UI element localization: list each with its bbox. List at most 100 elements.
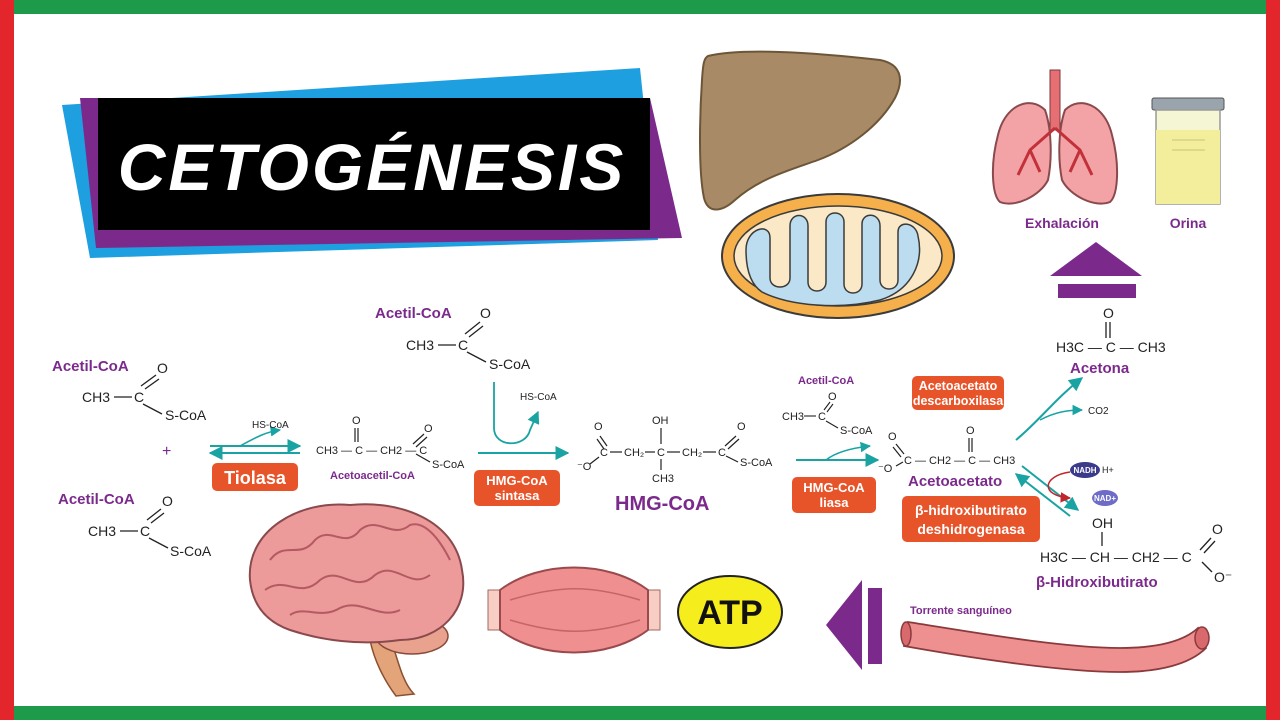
- hmg-synthase-arrows: HS-CoA: [478, 382, 570, 460]
- svg-text:Acetoacetil-CoA: Acetoacetil-CoA: [330, 470, 415, 482]
- svg-text:S-CoA: S-CoA: [840, 425, 873, 437]
- liver-illustration: [699, 50, 901, 211]
- svg-text:Acetona: Acetona: [1070, 360, 1130, 377]
- svg-text:O: O: [828, 391, 837, 403]
- bloodstream-label: Torrente sanguíneo: [910, 605, 1012, 617]
- svg-text:O: O: [352, 415, 361, 427]
- exhalation-label: Exhalación: [1025, 215, 1099, 231]
- acetoacetyl-coa: O CH3 — C — CH2 — C O S-CoA Acetoacetil-…: [316, 415, 465, 482]
- svg-text:O: O: [594, 421, 603, 433]
- acetyl-coa-3: Acetil-CoA O CH3 C S-CoA: [375, 305, 531, 372]
- svg-text:S-CoA: S-CoA: [170, 543, 212, 559]
- svg-text:Acetil-CoA: Acetil-CoA: [375, 305, 452, 322]
- svg-text:β-hidroxibutirato: β-hidroxibutirato: [915, 502, 1027, 518]
- blood-vessel-illustration: [900, 620, 1210, 673]
- hmg-coa: O C ⁻O CH₂ C OH CH3 CH₂ C O S-CoA HMG-Co…: [577, 415, 773, 515]
- svg-text:deshidrogenasa: deshidrogenasa: [917, 521, 1025, 537]
- h-plus: H+: [1102, 465, 1114, 475]
- muscle-illustration: [487, 566, 661, 654]
- svg-text:O: O: [737, 421, 746, 433]
- svg-text:H3C — C — CH3: H3C — C — CH3: [1056, 339, 1166, 355]
- svg-text:C — CH2 — C — CH3: C — CH2 — C — CH3: [904, 455, 1015, 467]
- svg-text:O⁻: O⁻: [1214, 569, 1232, 585]
- atp-badge: ATP: [677, 575, 783, 649]
- svg-text:HMG-CoA: HMG-CoA: [615, 493, 709, 515]
- svg-text:O: O: [480, 305, 491, 321]
- svg-text:O: O: [424, 423, 433, 435]
- acetyl-coa-1: Acetil-CoA O CH3 C S-CoA: [52, 358, 207, 423]
- svg-text:CH3: CH3: [88, 523, 116, 539]
- title-banner: CETOGÉNESIS: [62, 68, 682, 258]
- acetoacetate: O ⁻O O C — CH2 — C — CH3 Acetoacetato: [878, 425, 1015, 490]
- svg-text:S-CoA: S-CoA: [489, 356, 531, 372]
- svg-text:H3C — CH — CH2 — C: H3C — CH — CH2 — C: [1040, 549, 1192, 565]
- svg-text:OH: OH: [652, 415, 669, 427]
- svg-text:Acetil-CoA: Acetil-CoA: [58, 491, 135, 508]
- svg-text:NADH: NADH: [1073, 466, 1096, 475]
- enzyme-tiolasa: Tiolasa: [212, 463, 298, 491]
- enzyme-hmg-coa-liasa: HMG-CoA liasa: [792, 477, 876, 513]
- page-title: CETOGÉNESIS: [118, 130, 627, 204]
- up-arrow: [1050, 242, 1142, 298]
- plus-sign: +: [162, 443, 171, 460]
- hmg-lyase-arrows: [796, 441, 880, 467]
- svg-text:ATP: ATP: [697, 594, 762, 632]
- svg-text:Acetil-CoA: Acetil-CoA: [52, 358, 129, 375]
- svg-text:sintasa: sintasa: [495, 488, 541, 503]
- svg-text:Acetil-CoA: Acetil-CoA: [798, 375, 854, 387]
- svg-text:C: C: [140, 523, 150, 539]
- svg-text:O: O: [888, 431, 897, 443]
- svg-text:CH3 — C — CH2 — C: CH3 — C — CH2 — C: [316, 445, 427, 457]
- mitochondrion-illustration: [721, 193, 955, 319]
- urine-label: Orina: [1170, 215, 1207, 231]
- brain-illustration: [248, 503, 465, 697]
- nad-badge: NAD+: [1092, 490, 1118, 506]
- svg-text:CH₂: CH₂: [624, 447, 644, 459]
- svg-text:HS-CoA: HS-CoA: [520, 392, 557, 403]
- svg-text:O: O: [157, 360, 168, 376]
- svg-text:C: C: [818, 411, 826, 423]
- lungs-illustration: [991, 69, 1119, 205]
- svg-text:O: O: [966, 425, 975, 437]
- svg-text:CH3: CH3: [652, 473, 674, 485]
- acetyl-coa-4: Acetil-CoA O CH3 C S-CoA: [782, 375, 873, 437]
- enzyme-descarboxilasa: Acetoacetato descarboxilasa: [912, 376, 1004, 410]
- acetone: O H3C — C — CH3 Acetona: [1056, 305, 1166, 377]
- dehydrogenase-arrows: [1014, 465, 1080, 517]
- left-arrow: [826, 580, 882, 670]
- svg-text:C: C: [134, 389, 144, 405]
- svg-text:Acetoacetato: Acetoacetato: [908, 473, 1002, 490]
- svg-text:S-CoA: S-CoA: [432, 459, 465, 471]
- svg-text:⁻O: ⁻O: [577, 461, 592, 473]
- svg-text:liasa: liasa: [820, 495, 850, 510]
- decarboxylase-arrows: CO2: [1015, 377, 1109, 441]
- svg-text:CH3: CH3: [82, 389, 110, 405]
- urine-tube-illustration: [1151, 97, 1225, 205]
- svg-text:⁻O: ⁻O: [878, 463, 893, 475]
- svg-text:NAD+: NAD+: [1094, 494, 1116, 503]
- svg-text:C: C: [657, 447, 665, 459]
- svg-text:Acetoacetato: Acetoacetato: [919, 379, 998, 393]
- svg-text:β-Hidroxibutirato: β-Hidroxibutirato: [1036, 574, 1158, 591]
- beta-hydroxybutyrate: OH H3C — CH — CH2 — C O O⁻ β-Hidroxibuti…: [1036, 515, 1232, 591]
- svg-text:O: O: [162, 493, 173, 509]
- svg-text:C: C: [718, 447, 726, 459]
- thiolase-arrows: HS-CoA: [208, 420, 302, 460]
- enzyme-hmg-coa-sintasa: HMG-CoA sintasa: [474, 470, 560, 506]
- svg-text:S-CoA: S-CoA: [165, 407, 207, 423]
- svg-text:HS-CoA: HS-CoA: [252, 420, 289, 431]
- nadh-badge: NADH: [1070, 462, 1100, 478]
- svg-text:CO2: CO2: [1088, 406, 1109, 417]
- svg-text:Tiolasa: Tiolasa: [224, 468, 287, 488]
- acetyl-coa-2: Acetil-CoA O CH3 C S-CoA: [58, 491, 212, 559]
- svg-text:OH: OH: [1092, 515, 1113, 531]
- enzyme-deshidrogenasa: β-hidroxibutirato deshidrogenasa: [902, 496, 1040, 542]
- svg-text:HMG-CoA: HMG-CoA: [486, 473, 548, 488]
- svg-text:descarboxilasa: descarboxilasa: [913, 394, 1004, 408]
- svg-text:CH3: CH3: [406, 337, 434, 353]
- svg-text:S-CoA: S-CoA: [740, 457, 773, 469]
- svg-text:O: O: [1103, 305, 1114, 321]
- svg-text:C: C: [600, 447, 608, 459]
